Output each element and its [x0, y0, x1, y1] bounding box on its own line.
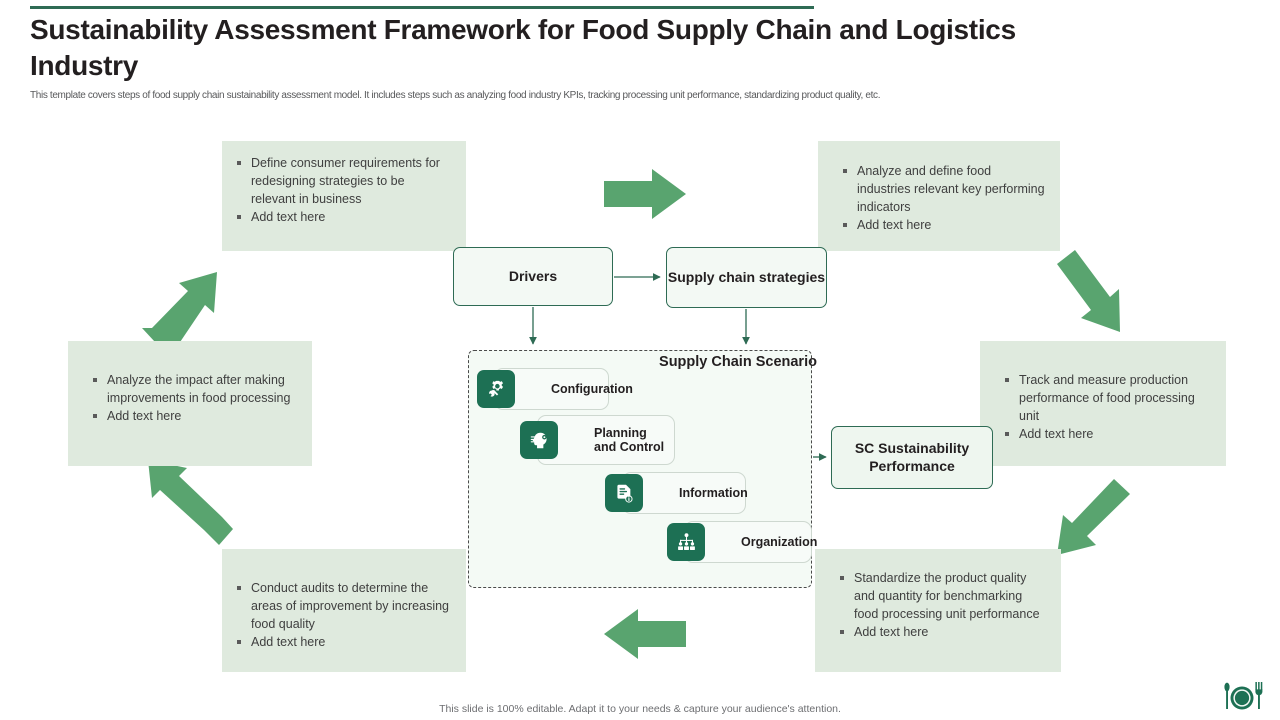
org-chart-icon	[667, 523, 705, 561]
info-box-top-right: Analyze and define food industries relev…	[818, 141, 1060, 251]
bullet-item: Add text here	[90, 407, 298, 425]
info-box-middle-left: Analyze the impact after making improvem…	[68, 341, 312, 466]
flow-box-supply-chain-strategies[interactable]: Supply chain strategies	[666, 247, 827, 308]
document-info-icon	[605, 474, 643, 512]
step-planning-label: Planning and Control	[594, 425, 665, 454]
step-configuration-label: Configuration	[551, 381, 633, 396]
info-box-bottom-left: Conduct audits to determine the areas of…	[222, 549, 466, 672]
bullet-item: Analyze the impact after making improvem…	[90, 371, 298, 407]
step-information-label: Information	[679, 485, 748, 500]
bullet-item: Add text here	[234, 633, 452, 651]
arrow-bottom-left-icon	[148, 460, 233, 545]
footer-note: This slide is 100% editable. Adapt it to…	[439, 703, 841, 715]
head-gear-icon	[520, 421, 558, 459]
flow-box-performance-label: SC Sustainability Performance	[854, 440, 970, 474]
arrow-bottom-center-icon	[604, 609, 686, 659]
info-box-bottom-right: Standardize the product quality and quan…	[815, 549, 1061, 672]
arrow-top-center-icon	[604, 169, 686, 219]
step-planning-and-control[interactable]: Planning and Control	[520, 415, 675, 465]
bullet-item: Add text here	[234, 208, 452, 226]
title-rule	[30, 6, 814, 9]
info-box-middle-right: Track and measure production performance…	[980, 341, 1226, 466]
flow-box-sc-sustainability-performance[interactable]: SC Sustainability Performance	[831, 426, 993, 489]
step-organization[interactable]: Organization	[667, 521, 817, 563]
plate-cutlery-icon	[1224, 682, 1263, 710]
page-subtitle: This template covers steps of food suppl…	[30, 90, 881, 101]
bullet-item: Analyze and define food industries relev…	[840, 162, 1046, 216]
flow-box-drivers-label: Drivers	[508, 267, 558, 284]
arrow-bottom-right-icon	[1057, 479, 1130, 555]
flow-box-strategies-label: Supply chain strategies	[667, 268, 826, 285]
step-organization-label: Organization	[741, 534, 818, 549]
gear-wrench-icon	[477, 370, 515, 408]
step-information[interactable]: Information	[605, 472, 748, 514]
bullet-item: Add text here	[1002, 425, 1212, 443]
bullet-item: Add text here	[837, 623, 1047, 641]
page-title: Sustainability Assessment Framework for …	[30, 14, 1016, 81]
bullet-item: Standardize the product quality and quan…	[837, 569, 1047, 623]
step-configuration[interactable]: Configuration	[477, 368, 633, 410]
bullet-item: Track and measure production performance…	[1002, 371, 1212, 425]
bullet-item: Define consumer requirements for redesig…	[234, 154, 452, 208]
bullet-item: Add text here	[840, 216, 1046, 234]
arrow-top-right-icon	[1057, 250, 1120, 332]
supply-chain-scenario-title: Supply Chain Scenario	[659, 354, 817, 370]
bullet-item: Conduct audits to determine the areas of…	[234, 579, 452, 633]
info-box-top-left: Define consumer requirements for redesig…	[222, 141, 466, 251]
flow-box-drivers[interactable]: Drivers	[453, 247, 613, 306]
